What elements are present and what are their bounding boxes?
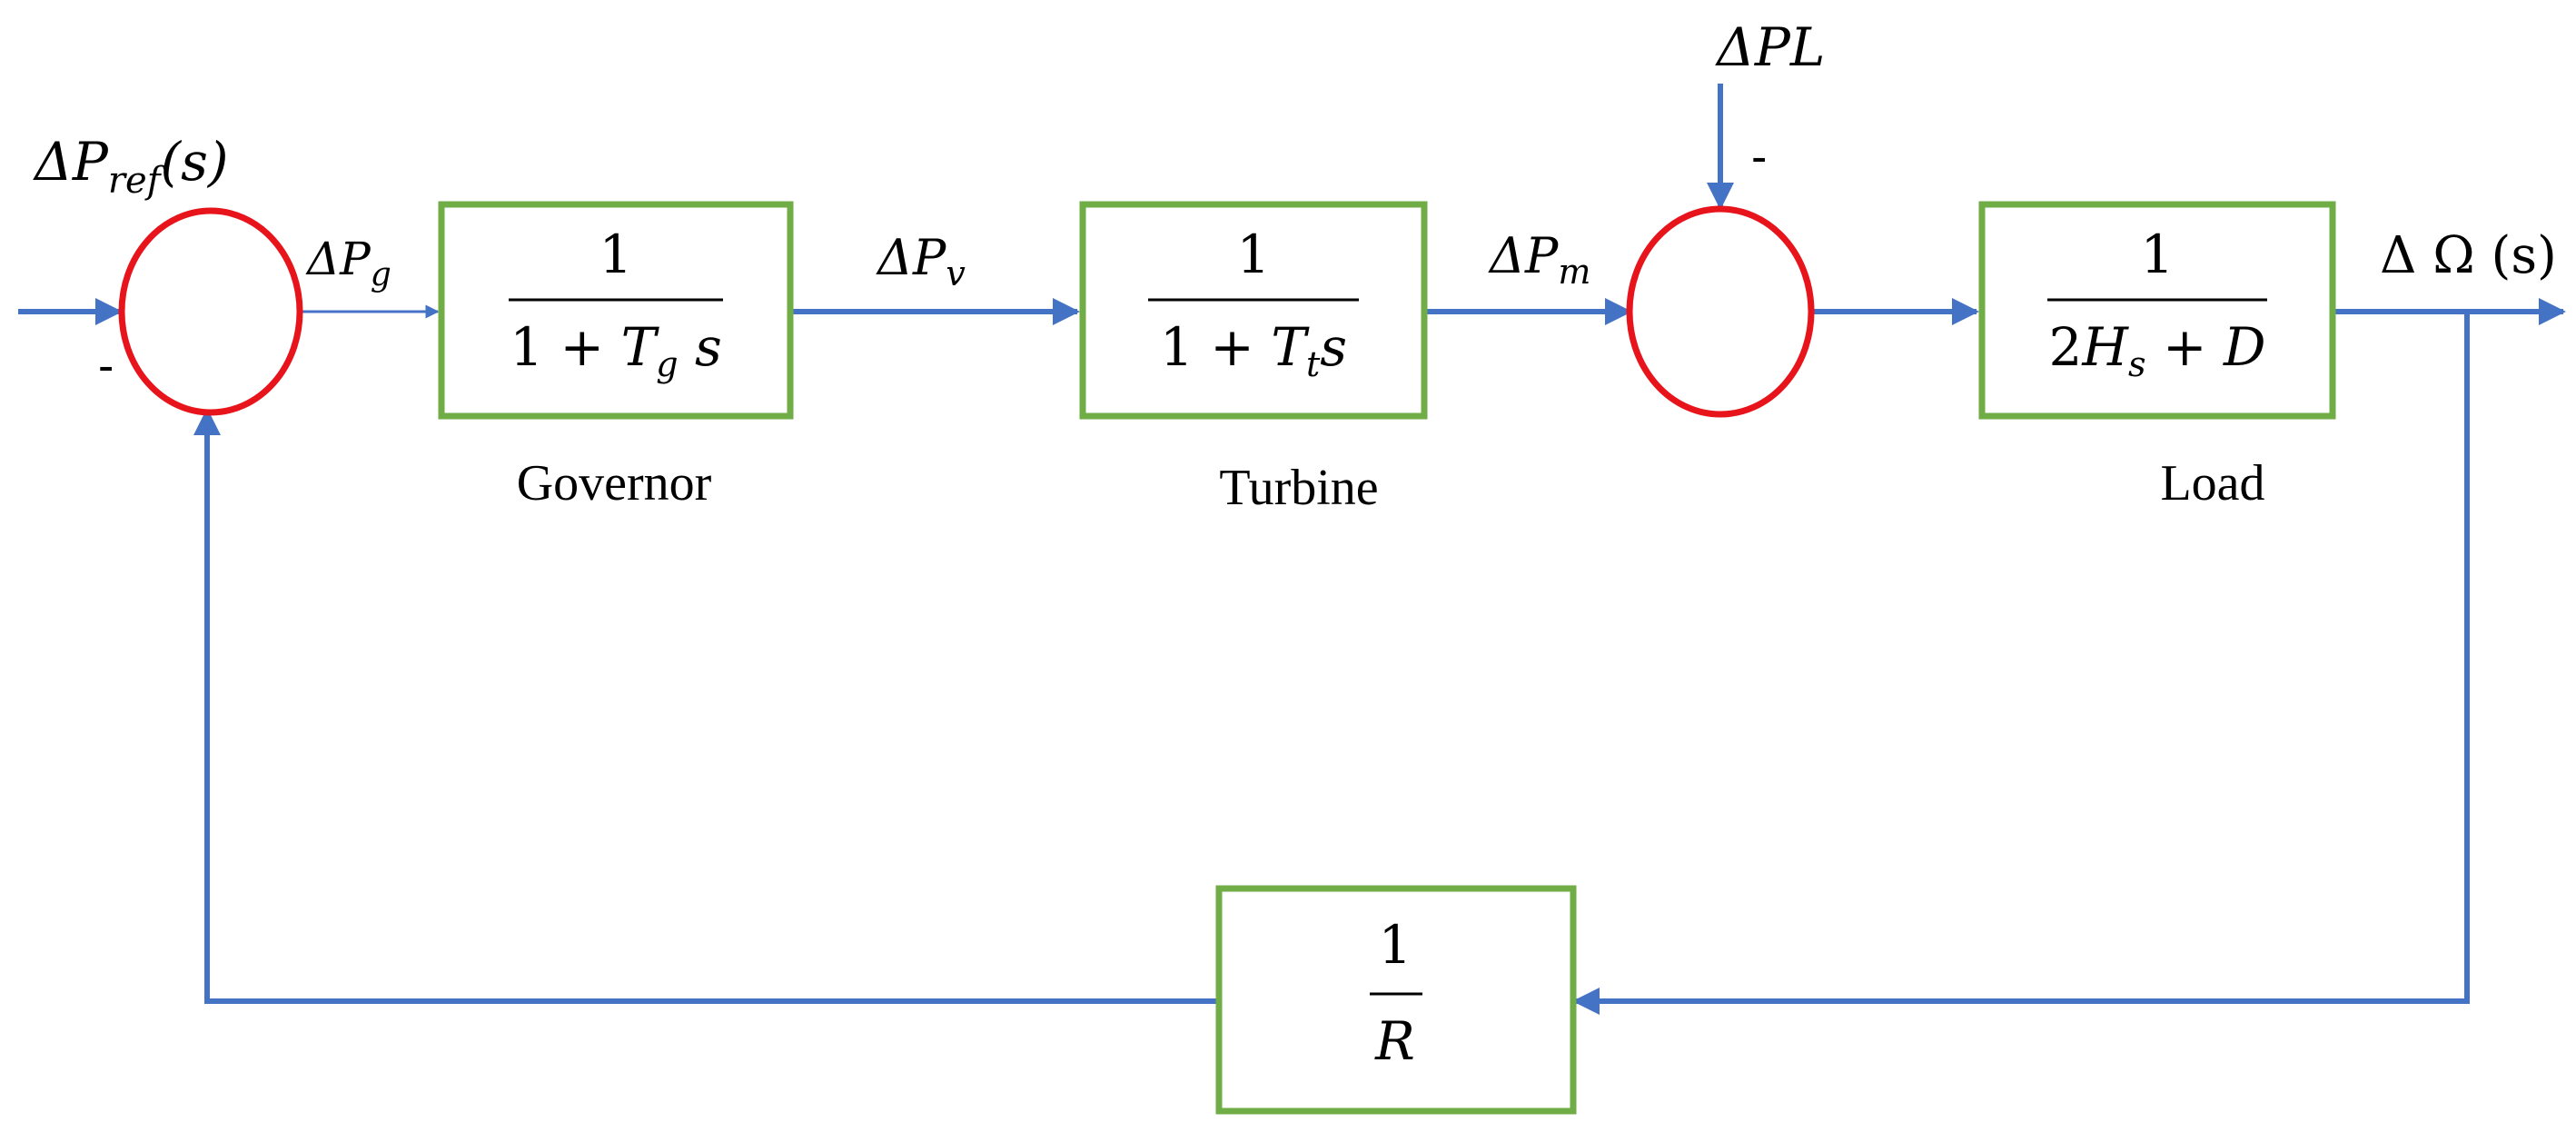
pg-label: ΔPg [305, 233, 391, 293]
turbine-denominator: 1 + Tts [1160, 316, 1347, 384]
load-minus-sign: - [1751, 131, 1767, 184]
turbine-numerator: 1 [1237, 223, 1271, 285]
governor-caption: Governor [517, 455, 712, 511]
droop-denominator: R [1374, 1010, 1415, 1072]
turbine-block [1079, 201, 1428, 420]
pm-label: ΔPm [1488, 227, 1590, 292]
input-label: ΔPref(s) [33, 131, 229, 202]
feedback-path-to-summer [193, 408, 1219, 1004]
droop-numerator: 1 [1379, 914, 1412, 976]
load-denominator: 2Hs + D [2049, 316, 2266, 384]
pv-label: ΔPv [876, 229, 966, 293]
turbine-caption: Turbine [1219, 460, 1378, 516]
governor-numerator: 1 [599, 223, 633, 285]
load-caption: Load [2160, 455, 2264, 511]
load-block [1978, 201, 2336, 420]
feedback-minus-sign: - [98, 340, 114, 392]
output-label: Δ Ω (s) [2380, 226, 2557, 285]
governor-block [438, 201, 794, 420]
governor-denominator: 1 + Tg s [510, 316, 722, 384]
load-disturbance-label: ΔPL [1715, 16, 1825, 78]
reference-summing-junction [118, 207, 303, 416]
load-summing-junction [1626, 205, 1815, 418]
droop-block [1215, 885, 1577, 1115]
feedback-path-to-droop [1572, 312, 2470, 1015]
load-numerator: 1 [2141, 223, 2175, 285]
